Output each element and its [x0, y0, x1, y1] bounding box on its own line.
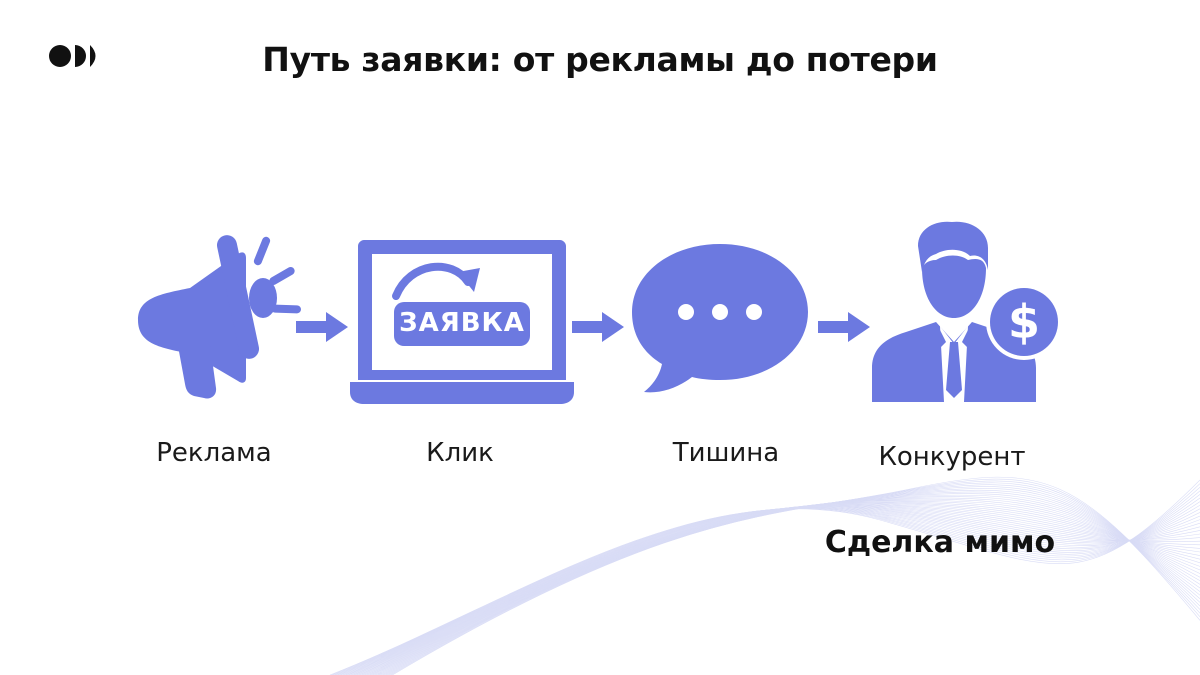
- page-title: Путь заявки: от рекламы до потери: [262, 40, 938, 79]
- laptop-icon: [350, 240, 574, 404]
- arrow-right-icon: [818, 312, 870, 342]
- step-label-klik: Клик: [426, 438, 494, 468]
- footer-note: Сделка мимо: [824, 525, 1056, 560]
- businessman-dollar-icon: $: [872, 221, 1062, 402]
- step-label-konkurent: Конкурент: [878, 442, 1026, 472]
- step-label-reklama: Реклама: [156, 438, 272, 468]
- svg-text:$: $: [1008, 295, 1040, 349]
- megaphone-icon: [138, 235, 301, 399]
- arrow-right-icon: [296, 312, 348, 342]
- step-label-tishina: Тишина: [672, 438, 780, 468]
- chat-bubble-icon: [632, 244, 808, 393]
- laptop-button-text: ЗАЯВКА: [399, 308, 525, 338]
- arrow-right-icon: [572, 312, 624, 342]
- brand-logo: [49, 45, 96, 67]
